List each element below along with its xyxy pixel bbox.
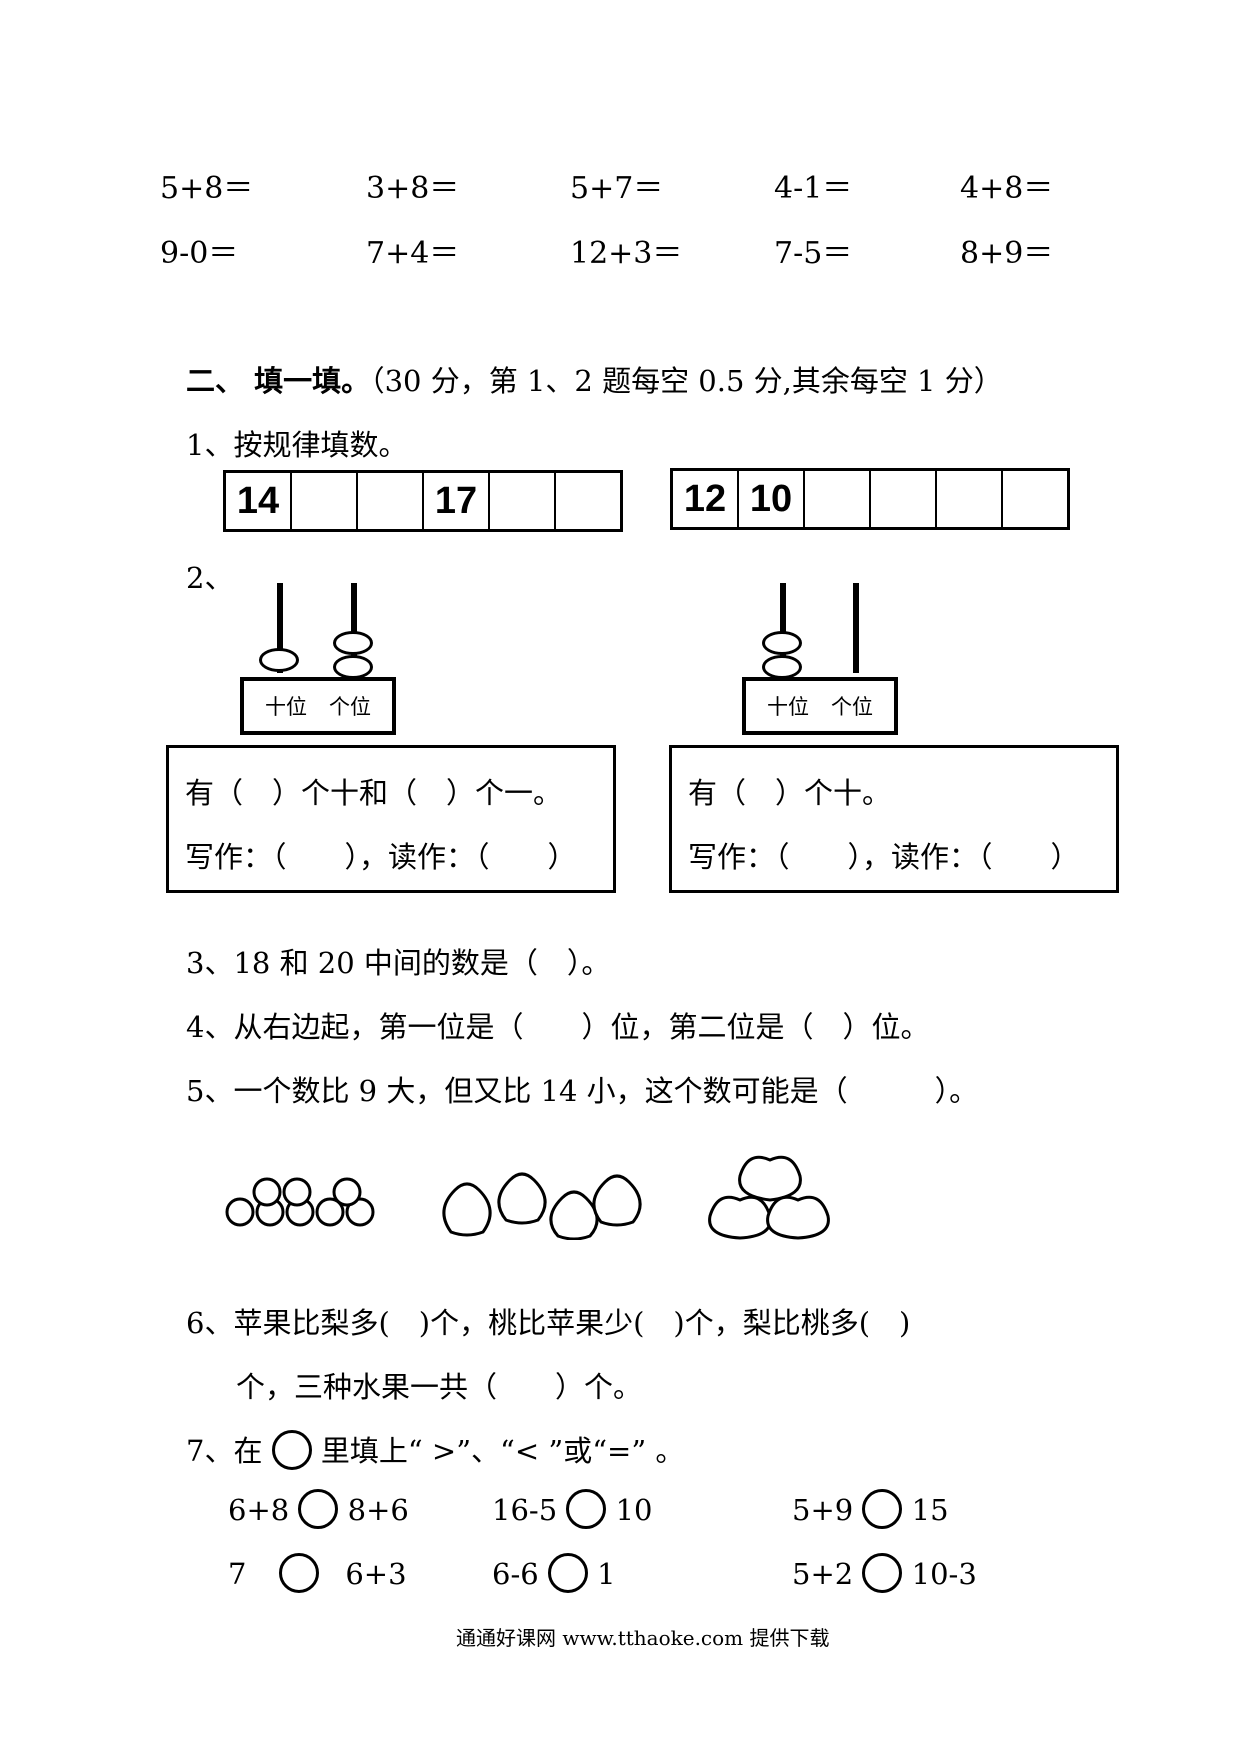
sequence-cell: 10 <box>739 471 805 527</box>
question-7-prefix: 7、在 <box>186 1434 263 1468</box>
question-6-line-1: 6、苹果比梨多( )个，桃比苹果少( )个，梨比桃多( ) <box>186 1306 911 1340</box>
compare-right: 10-3 <box>911 1557 977 1591</box>
question-5: 5、一个数比 9 大，但又比 14 小，这个数可能是（ ）。 <box>186 1074 979 1108</box>
section-score-note: （30 分，第 1、2 题每空 0.5 分,其余每空 1 分） <box>370 364 1003 398</box>
sequence-cell: 12 <box>673 471 739 527</box>
calc-item: 5+7＝ <box>570 171 664 206</box>
answer-line: 有（ ）个十和（ ）个一。 <box>185 776 563 810</box>
calc-item: 4+8＝ <box>960 171 1054 206</box>
sequence-cell[interactable] <box>358 473 424 529</box>
calc-item: 5+8＝ <box>160 171 254 206</box>
compare-item: 5+9 15 <box>792 1489 949 1532</box>
pear-icon <box>442 1172 642 1240</box>
peach-icon <box>708 1155 830 1240</box>
calc-item: 9-0＝ <box>160 236 239 271</box>
compare-circle[interactable] <box>862 1553 903 1593</box>
abacus-rod-ones <box>853 583 859 673</box>
question-7: 7、在 里填上“ >”、“< ”或“=” 。 <box>186 1428 684 1473</box>
tens-place-label: 十位 <box>265 695 307 719</box>
abacus-rod-ones <box>351 583 357 673</box>
ones-place-label: 个位 <box>831 695 873 719</box>
answer-box-right: 有（ ）个十。 写作：（ ），读作：（ ） <box>669 745 1119 893</box>
abacus-base: 十位 个位 <box>240 677 396 735</box>
compare-right: 15 <box>911 1493 949 1527</box>
answer-box-left: 有（ ）个十和（ ）个一。 写作：（ ），读作：（ ） <box>166 745 616 893</box>
question-4: 4、从右边起，第一位是（ ）位，第二位是（ ）位。 <box>186 1010 930 1044</box>
abacus-rod-tens <box>780 583 786 673</box>
compare-left: 6+8 <box>228 1493 290 1527</box>
calc-item: 4-1＝ <box>774 171 853 206</box>
section-heading: 二、 填一填。（30 分，第 1、2 题每空 0.5 分,其余每空 1 分） <box>186 358 1003 400</box>
abacus-bead <box>762 655 802 679</box>
apple-icon <box>225 1177 375 1227</box>
answer-line: 写作：（ ），读作：（ ） <box>185 840 577 874</box>
abacus-bead <box>259 648 299 672</box>
compare-right: 10 <box>615 1493 653 1527</box>
question-3: 3、18 和 20 中间的数是（ ）。 <box>186 946 611 980</box>
fruit-illustration <box>225 1155 830 1240</box>
sequence-cell[interactable] <box>871 471 937 527</box>
question-7-suffix: 里填上“ >”、“< ”或“=” 。 <box>320 1434 685 1468</box>
compare-item: 7 6+3 <box>228 1553 407 1596</box>
compare-item: 16-5 10 <box>492 1489 653 1532</box>
compare-right: 1 <box>597 1557 616 1591</box>
sequence-cell[interactable] <box>556 473 620 529</box>
sequence-box-a: 14 17 <box>223 470 623 532</box>
compare-circle[interactable] <box>566 1489 607 1529</box>
compare-left: 5+2 <box>792 1557 854 1591</box>
compare-circle[interactable] <box>547 1553 588 1593</box>
section-title: 二、 填一填。 <box>186 364 371 398</box>
compare-circle[interactable] <box>278 1553 319 1593</box>
calc-item: 12+3＝ <box>570 236 683 271</box>
compare-circle[interactable] <box>862 1489 903 1529</box>
compare-item: 6-6 1 <box>492 1553 616 1596</box>
sequence-cell[interactable] <box>1003 471 1067 527</box>
sequence-cell[interactable] <box>292 473 358 529</box>
compare-left: 16-5 <box>492 1493 558 1527</box>
calc-item: 8+9＝ <box>960 236 1054 271</box>
answer-line: 写作：（ ），读作：（ ） <box>688 840 1080 874</box>
circle-icon <box>271 1430 312 1470</box>
answer-line: 有（ ）个十。 <box>688 776 892 810</box>
abacus-base: 十位 个位 <box>742 677 898 735</box>
compare-left: 6-6 <box>492 1557 539 1591</box>
compare-left: 5+9 <box>792 1493 854 1527</box>
sequence-cell[interactable] <box>490 473 556 529</box>
calc-item: 7-5＝ <box>774 236 853 271</box>
compare-left: 7 <box>228 1557 247 1591</box>
sequence-cell: 17 <box>424 473 490 529</box>
sequence-cell: 14 <box>226 473 292 529</box>
compare-right: 6+3 <box>345 1557 407 1591</box>
question-6-line-2: 个，三种水果一共（ ）个。 <box>236 1370 643 1404</box>
sequence-cell[interactable] <box>805 471 871 527</box>
question-1-label: 1、按规律填数。 <box>186 428 408 462</box>
abacus-bead <box>333 655 373 679</box>
ones-place-label: 个位 <box>329 695 371 719</box>
sequence-cell[interactable] <box>937 471 1003 527</box>
sequence-box-b: 12 10 <box>670 468 1070 530</box>
compare-right: 8+6 <box>347 1493 409 1527</box>
abacus-rod-tens <box>277 583 283 673</box>
footer-credit: 通通好课网 www.tthaoke.com 提供下载 <box>456 1626 830 1650</box>
calc-item: 7+4＝ <box>366 236 460 271</box>
question-2-label: 2、 <box>186 561 234 595</box>
abacus-bead <box>762 631 802 655</box>
tens-place-label: 十位 <box>767 695 809 719</box>
calc-item: 3+8＝ <box>366 171 460 206</box>
compare-item: 6+8 8+6 <box>228 1489 409 1532</box>
abacus-bead <box>333 631 373 655</box>
compare-circle[interactable] <box>298 1489 339 1529</box>
compare-item: 5+2 10-3 <box>792 1553 977 1596</box>
